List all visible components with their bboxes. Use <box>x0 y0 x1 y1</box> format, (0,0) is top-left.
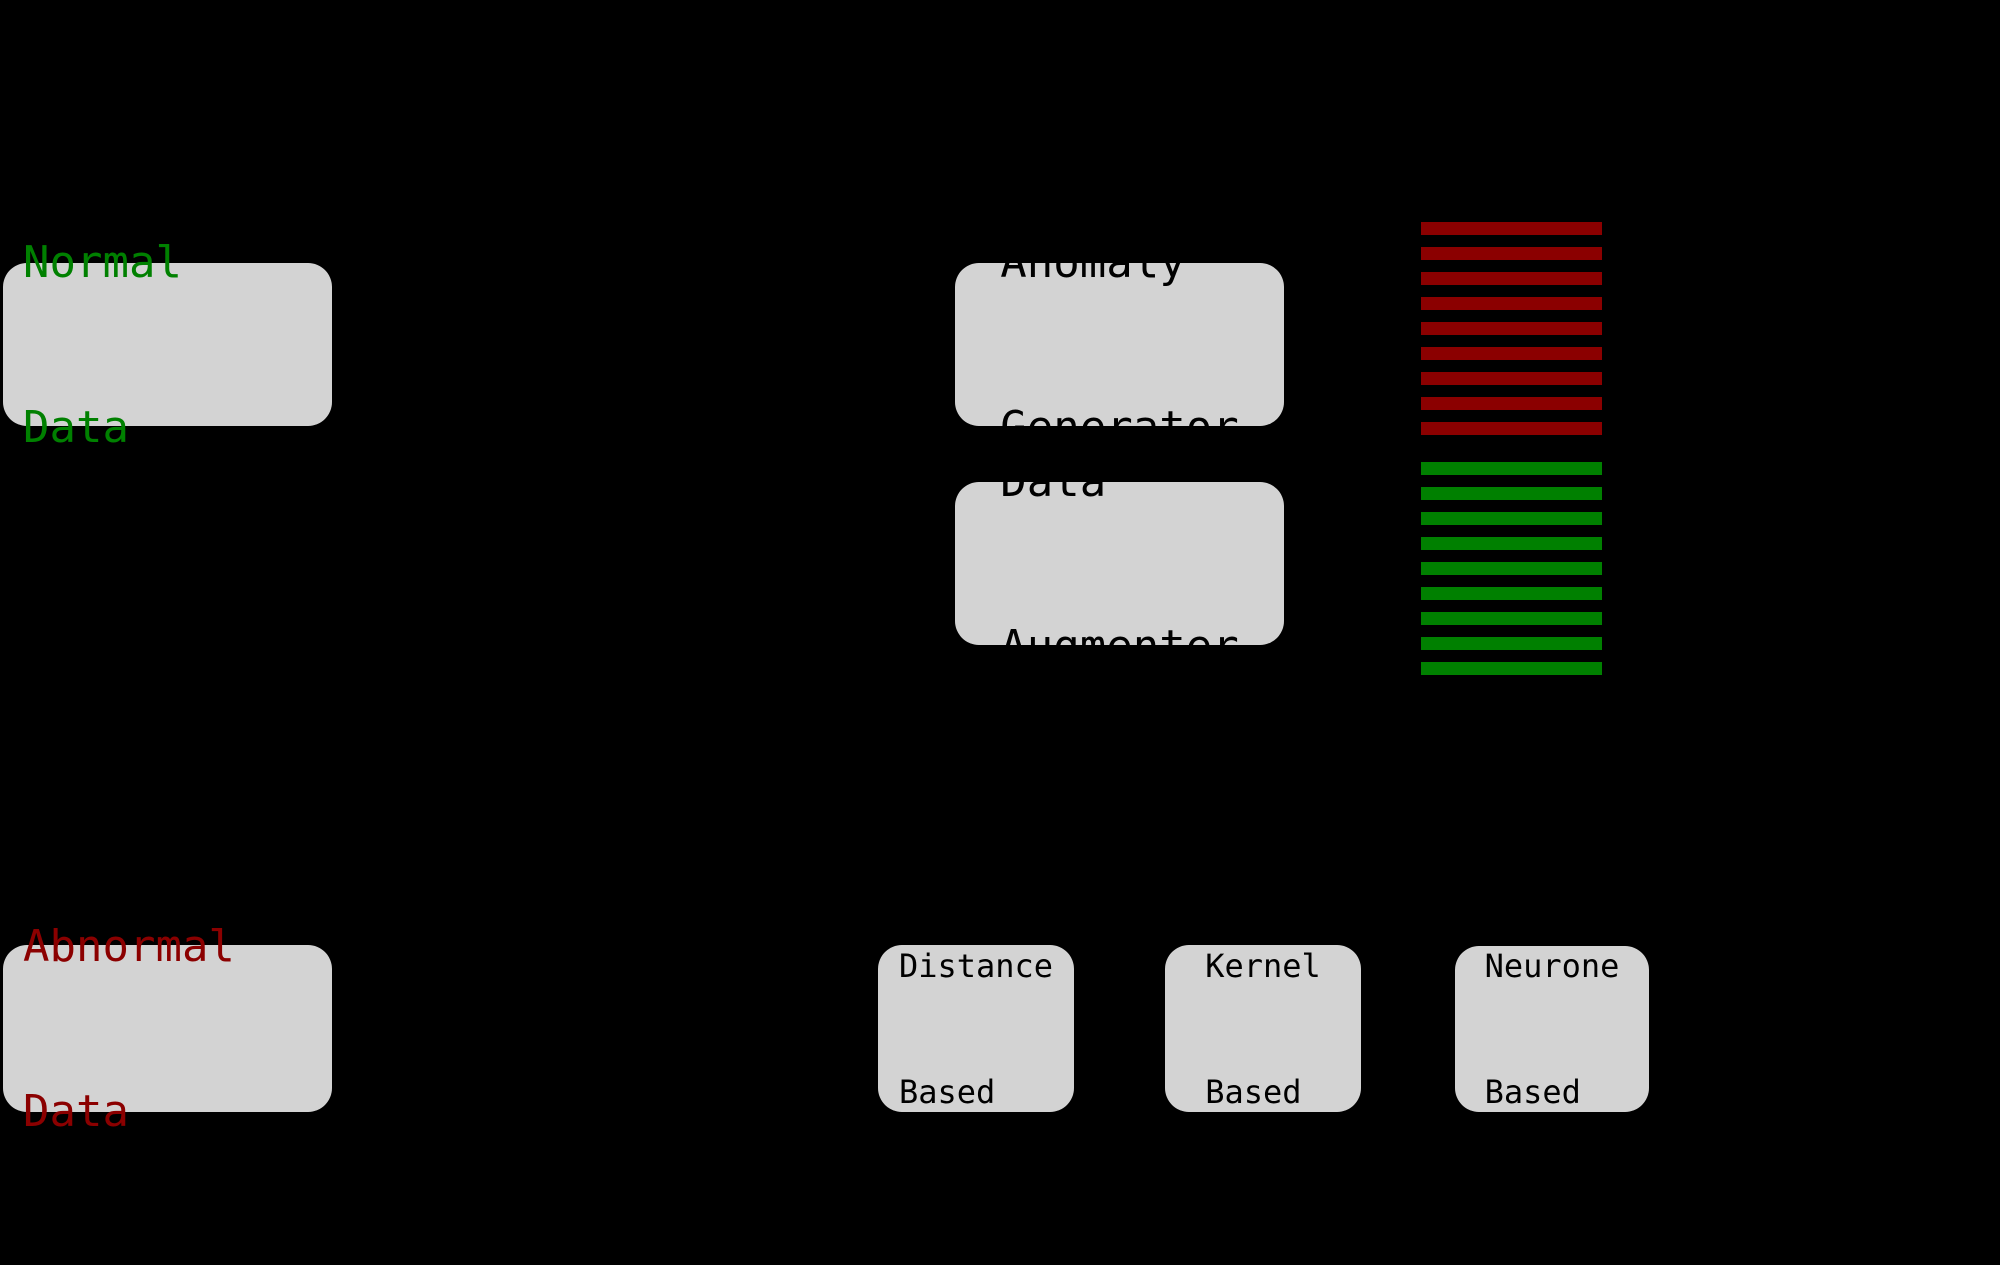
stripe <box>1421 637 1602 650</box>
stripe <box>1421 612 1602 625</box>
stripe <box>1421 537 1602 550</box>
node-label-line: Abnormal <box>23 920 235 972</box>
stripe <box>1421 372 1602 385</box>
stripe <box>1421 487 1602 500</box>
node-abnormal-data: Abnormal Data <box>3 921 332 1137</box>
stripe <box>1421 562 1602 575</box>
node-label-line: Augmenter <box>1000 620 1239 672</box>
node-label-line: Based <box>1484 1073 1581 1111</box>
node-label-line: Based <box>1205 1072 1302 1111</box>
stripe <box>1421 222 1602 235</box>
node-kernel-based-label: Kernel Based <box>1205 861 1321 1197</box>
node-label-line: Data <box>1000 455 1107 507</box>
node-label-line: Normal <box>23 236 182 288</box>
node-data-augmenter: Data Augmenter <box>955 456 1284 672</box>
node-label-line: Based <box>898 1072 996 1111</box>
stripe <box>1421 662 1602 675</box>
augmented-samples-stack <box>1421 462 1602 675</box>
anomalous-samples-stack <box>1421 222 1602 435</box>
node-anomaly-generator: Anomaly Generator <box>955 237 1284 453</box>
node-label-line: Data <box>23 401 129 453</box>
node-normal-data: Normal Data <box>3 237 332 453</box>
stripe <box>1421 247 1602 260</box>
stripe <box>1421 462 1602 475</box>
stripe <box>1421 297 1602 310</box>
node-label-line: Neurone <box>1484 947 1620 985</box>
node-label-line: Generator <box>1000 401 1239 453</box>
node-anomaly-generator-label: Anomaly Generator <box>1000 125 1238 565</box>
stripe <box>1421 322 1602 335</box>
node-data-augmenter-label: Data Augmenter <box>1000 344 1238 784</box>
node-neurone-based-label: Neurone Based <box>1485 861 1620 1197</box>
node-neurone-based: Neurone Based <box>1455 946 1649 1112</box>
node-label-line: Anomaly <box>1000 236 1186 288</box>
stripe <box>1421 347 1602 360</box>
stripe <box>1421 422 1602 435</box>
node-label-line: Distance <box>898 946 1054 985</box>
node-normal-data-label: Normal Data <box>23 125 182 565</box>
stripe <box>1421 397 1602 410</box>
stripe <box>1421 272 1602 285</box>
node-distance-based: Distance Based <box>878 945 1074 1112</box>
stripe <box>1421 587 1602 600</box>
node-label-line: Kernel <box>1205 946 1321 985</box>
stripe <box>1421 512 1602 525</box>
node-kernel-based: Kernel Based <box>1165 945 1361 1112</box>
node-abnormal-data-label: Abnormal Data <box>23 809 235 1249</box>
node-label-line: Data <box>23 1085 129 1137</box>
node-distance-based-label: Distance Based <box>899 861 1053 1197</box>
